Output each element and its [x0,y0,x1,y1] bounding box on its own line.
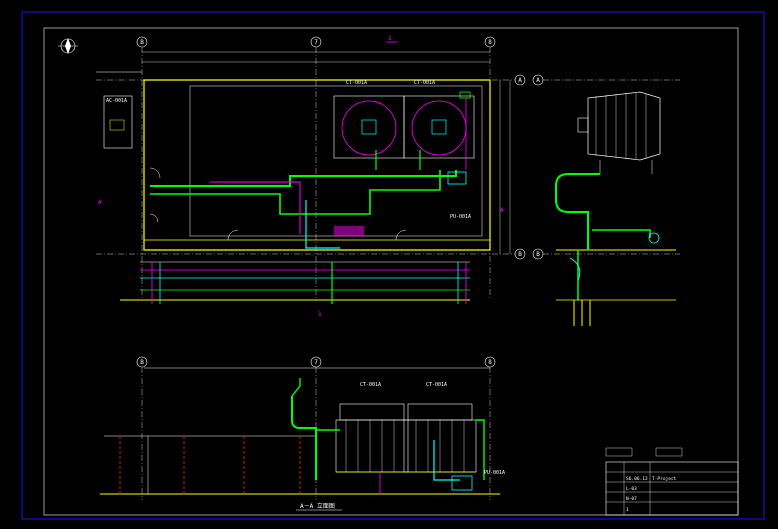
side-view: A B [532,74,680,326]
svg-text:A: A [536,77,540,84]
inner-frame [43,27,739,516]
grid-bubble-side-b: B [532,248,544,260]
svg-text:CT-001A: CT-001A [414,80,435,86]
elevation-view: B 7 8 CT-001A [100,356,505,511]
grid-bubble-mid-left: B [136,356,148,368]
svg-text:8: 8 [488,39,492,46]
piping-elevation: PU-001A [291,378,505,494]
svg-text:A: A [98,199,102,206]
grid-bubble-top-left: B [136,36,148,48]
svg-text:B: B [518,251,522,258]
svg-text:CT-001A: CT-001A [360,382,381,388]
svg-text:S6.06.12: S6.06.12 [626,476,648,482]
svg-text:B: B [140,359,144,366]
cooling-tower-elev-right: CT-001A [403,382,477,473]
plan-view: B 7 8 A B 1 [96,35,526,318]
underground-piping [120,261,470,304]
grid-bubble-top-right: 8 [484,36,496,48]
grid-bubble-side-a: A [532,74,544,86]
svg-text:CT-001A: CT-001A [426,382,447,388]
svg-text:B: B [140,39,144,46]
svg-text:7: 7 [314,39,318,46]
cooling-tower-elev-left: CT-001A [335,382,409,473]
north-arrow-icon [58,38,78,54]
cooling-tower-side [577,91,661,174]
piping-side [555,173,676,326]
svg-text:1: 1 [388,35,392,42]
grid-bubble-right-a: A [514,74,526,86]
grid-bubble-mid-right: 8 [484,356,496,368]
svg-text:7: 7 [314,359,318,366]
svg-text:B: B [536,251,540,258]
svg-text:PU-001A: PU-001A [450,214,471,220]
title-block: T-Project S6.06.12 L-03 N-07 1 [605,447,739,516]
pump-box-plan: PU-001A [333,214,471,237]
svg-text:PU-001A: PU-001A [484,470,505,476]
svg-text:8: 8 [488,359,492,366]
grid-bubble-right-b: B [514,248,526,260]
svg-text:1: 1 [318,311,322,318]
svg-text:N-07: N-07 [626,496,637,502]
grid-bubble-top-mid: 7 [310,36,322,48]
outer-frame [21,11,765,520]
grid-bubble-mid-mid: 7 [310,356,322,368]
section-title: A－A 立面图 [296,502,342,511]
svg-text:1: 1 [626,507,629,513]
piping-plan [150,91,471,249]
svg-text:A－A 立面图: A－A 立面图 [300,502,335,510]
svg-text:L-03: L-03 [626,486,637,492]
cooling-tower-plan-left: CT-001A [333,80,405,159]
svg-text:A: A [500,207,504,214]
svg-text:A: A [518,77,522,84]
svg-text:AC-001A: AC-001A [106,98,127,104]
title-block-project: T-Project [652,476,677,482]
ac-unit-box: AC-001A [103,95,133,149]
svg-text:CT-001A: CT-001A [346,80,367,86]
